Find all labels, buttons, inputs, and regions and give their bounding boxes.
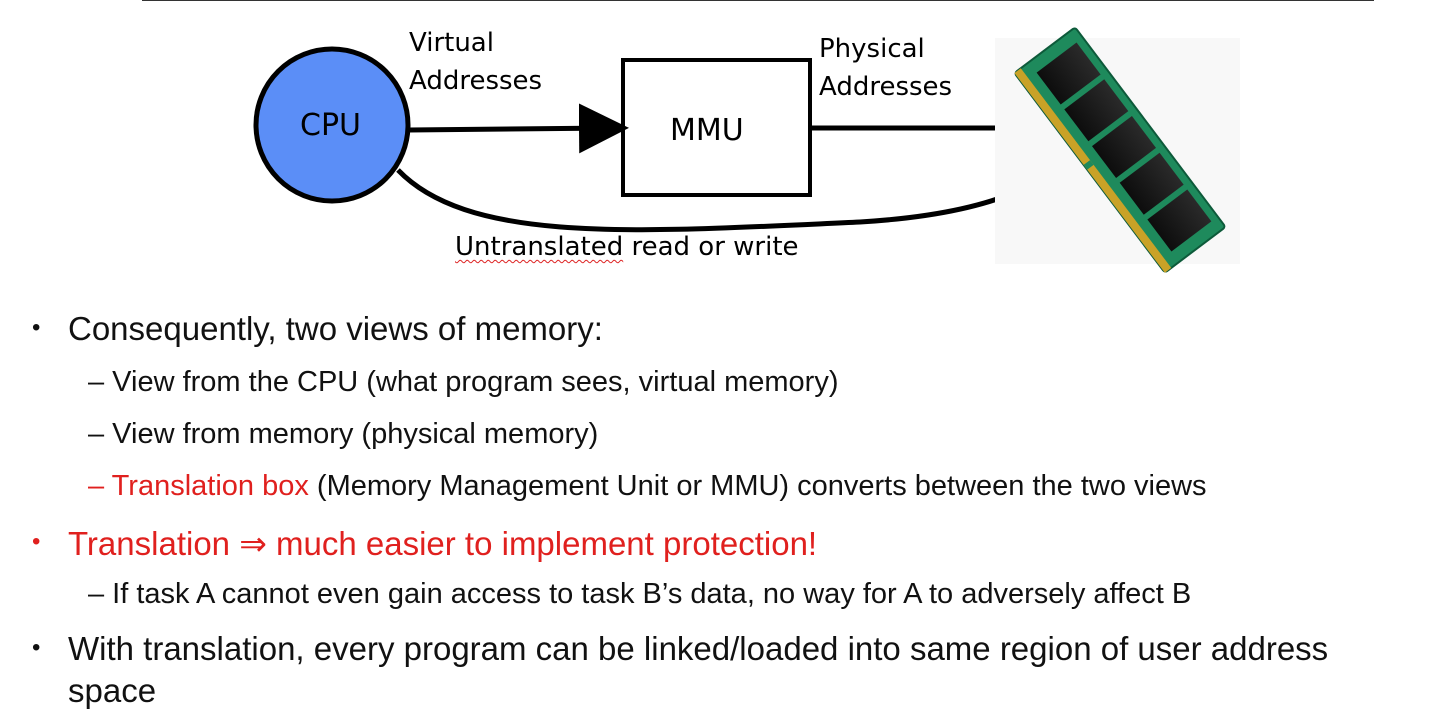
bullet-marker-3: • — [32, 634, 41, 661]
subbullet-memory-view: – View from memory (physical memory) — [88, 418, 599, 450]
mmu-box — [621, 58, 812, 197]
bullet-same-region-line2: space — [68, 672, 157, 709]
virtual-address-arrow — [408, 103, 629, 154]
mmu-label: MMU — [670, 113, 744, 148]
cpu-circle — [253, 46, 411, 204]
subbullet-translation-box: – Translation box (Memory Management Uni… — [88, 470, 1207, 503]
translation-box-rest: (Memory Management Unit or MMU) converts… — [308, 470, 1207, 502]
cpu-label: CPU — [300, 108, 361, 143]
bullet-same-region-line1: With translation, every program can be l… — [68, 630, 1329, 667]
physical-addresses-label-line1: Physical — [819, 34, 925, 64]
untranslated-rest: read or write — [623, 232, 799, 262]
top-rule — [142, 0, 1374, 1]
subbullet-task-isolation: – If task A cannot even gain access to t… — [88, 578, 1192, 610]
bullet-translation-protection: Translation ⇒ much easier to implement p… — [68, 525, 818, 562]
bullet-two-views: Consequently, two views of memory: — [68, 310, 603, 347]
virtual-addresses-label-line1: Virtual — [409, 28, 494, 58]
subbullet-cpu-view: – View from the CPU (what program sees, … — [88, 366, 839, 398]
bullet-marker-1: • — [32, 314, 41, 341]
translation-box-term: – Translation box — [88, 470, 309, 502]
ram-module-image — [995, 27, 1240, 273]
virtual-addresses-label-line2: Addresses — [409, 66, 543, 96]
untranslated-label: Untranslated read or write — [455, 228, 799, 267]
physical-addresses-label-line2: Addresses — [819, 72, 953, 102]
untranslated-word: Untranslated — [455, 232, 624, 262]
bullet-marker-2: • — [32, 528, 41, 555]
address-translation-diagram — [253, 27, 1240, 273]
